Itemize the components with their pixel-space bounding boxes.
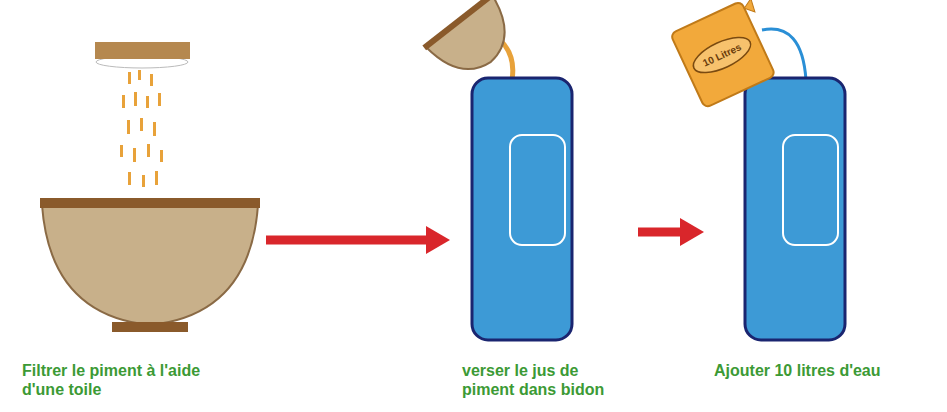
flow-arrow xyxy=(266,236,428,245)
measuring-jug xyxy=(670,0,784,108)
step-caption: verser le jus de piment dans bidon xyxy=(462,362,624,400)
tilted-bowl xyxy=(422,0,525,89)
cloth-filter xyxy=(95,42,190,68)
container xyxy=(745,78,845,340)
chili-grains xyxy=(120,70,163,187)
bowl xyxy=(40,198,260,332)
step-caption: Filtrer le piment à l'aide d'une toile xyxy=(22,362,222,400)
volume-label: 10 Litres xyxy=(701,41,743,68)
process-step: verser le jus de piment dans bidon xyxy=(462,30,630,408)
process-step: Ajouter 10 litres d'eau xyxy=(714,30,942,408)
step-caption: Ajouter 10 litres d'eau xyxy=(714,362,940,381)
flow-arrow xyxy=(638,228,682,237)
process-step: Filtrer le piment à l'aide d'une toile xyxy=(22,30,258,408)
container xyxy=(472,78,572,340)
